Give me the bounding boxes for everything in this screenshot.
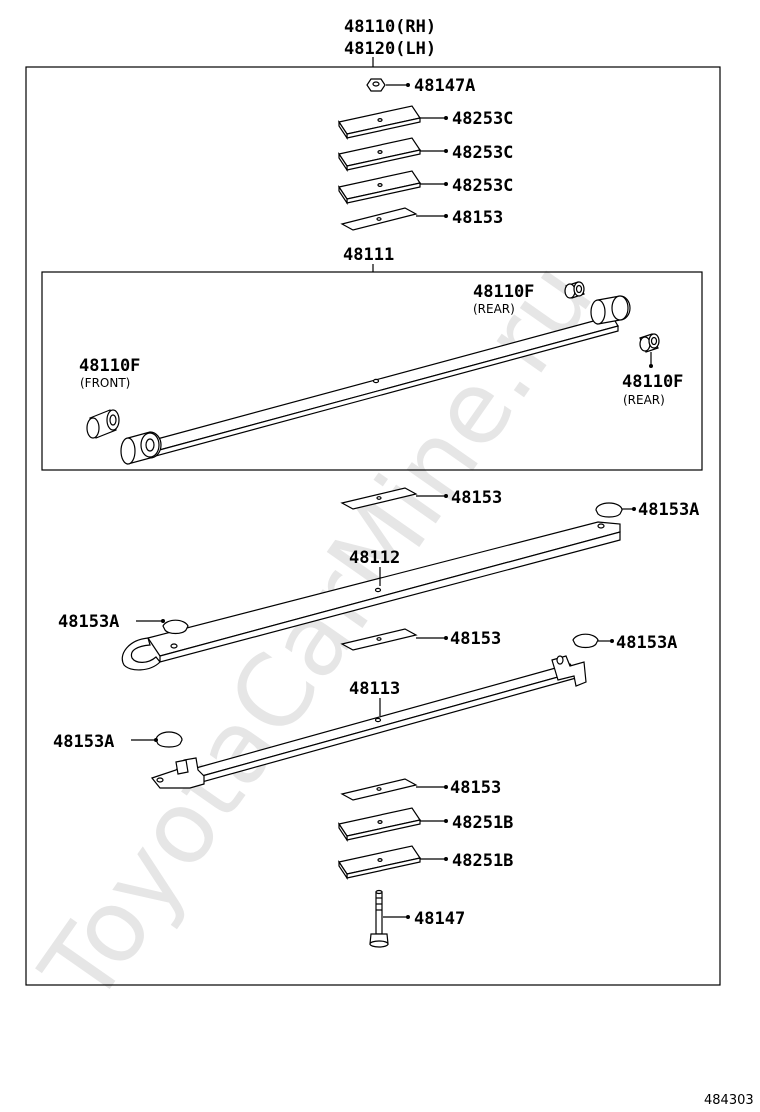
bush-rear-side-label: 48110F <box>622 372 683 392</box>
plate-48251b-1 <box>338 807 448 842</box>
bushing-rear-top <box>564 281 585 299</box>
assembly-rh-label: 48110(RH) <box>344 17 436 37</box>
leaf-2-label: 48112 <box>349 548 400 568</box>
subassembly-label: 48111 <box>343 245 394 265</box>
bush-rear-side-sub: (REAR) <box>623 393 665 407</box>
bushing-front <box>86 409 120 439</box>
plate-48251b-2 <box>338 845 448 880</box>
subassembly-frame <box>41 271 703 471</box>
clip-48153a-4 <box>131 731 183 748</box>
bolt-48147 <box>369 889 410 948</box>
liner-4-label: 48153 <box>450 778 501 798</box>
liner-48153-3 <box>340 628 448 651</box>
clip-4-label: 48153A <box>53 732 114 752</box>
leaf-3-label: 48113 <box>349 679 400 699</box>
leaf-48113 <box>150 655 587 789</box>
bush-rear-top-sub: (REAR) <box>473 302 515 316</box>
bush-front-label: 48110F <box>79 356 140 376</box>
plate3-label: 48253C <box>452 176 513 196</box>
liner-48153-2 <box>340 487 448 510</box>
clip-3-label: 48153A <box>616 633 677 653</box>
diagram-code: 484303 <box>704 1093 754 1108</box>
clip-48153a-3 <box>572 633 614 649</box>
plate-48253c-2 <box>338 137 448 172</box>
plate-48253c-3 <box>338 170 448 205</box>
bushing-rear-side <box>639 333 660 368</box>
clip-1-label: 48153A <box>638 500 699 520</box>
bush-rear-top-label: 48110F <box>473 282 534 302</box>
nut-label: 48147A <box>414 76 475 96</box>
plate-b1-label: 48251B <box>452 813 513 833</box>
clip-48153a-1 <box>595 502 636 518</box>
bush-front-sub: (FRONT) <box>80 376 130 390</box>
main-leaf-48111 <box>120 295 631 465</box>
plate-b2-label: 48251B <box>452 851 513 871</box>
clip-48153a-2 <box>136 619 189 635</box>
liner-48153-top <box>340 207 448 231</box>
assembly-lh-label: 48120(LH) <box>344 39 436 59</box>
clip-2-label: 48153A <box>58 612 119 632</box>
nut-48147a <box>366 78 410 92</box>
plate2-label: 48253C <box>452 143 513 163</box>
plate-48253c-1 <box>338 105 448 140</box>
liner-48153-4 <box>340 778 448 801</box>
liner-3-label: 48153 <box>450 629 501 649</box>
liner-top-label: 48153 <box>452 208 503 228</box>
bolt-label: 48147 <box>414 909 465 929</box>
liner-2-label: 48153 <box>451 488 502 508</box>
plate1-label: 48253C <box>452 109 513 129</box>
leaf-48112 <box>121 521 621 671</box>
